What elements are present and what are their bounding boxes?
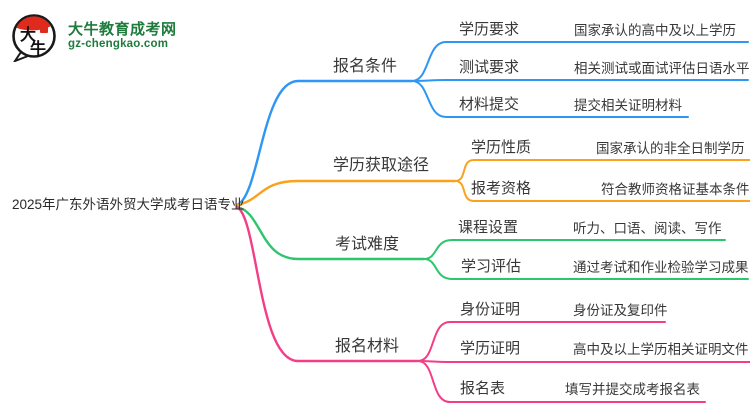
branch-4-child-3-line (417, 360, 706, 403)
site-logo[interactable]: 大 牛 大牛教育成考网 gz-chengkao.com (10, 12, 230, 64)
branch-1-child-2-line (411, 79, 749, 82)
branch-2-child-2-label: 报考资格 (471, 180, 532, 197)
branch-1-child-3-label: 材料提交 (459, 96, 520, 113)
branch-1-child-3-value: 提交相关证明材料 (574, 98, 682, 113)
branch-2-label: 学历获取途径 (333, 157, 430, 174)
branch-4-child-3-value: 填写并提交成考报名表 (565, 382, 700, 397)
branch-3-child-2-line (423, 258, 749, 280)
branch-1-label: 报名条件 (333, 58, 398, 75)
logo-char-bottom: 牛 (30, 39, 46, 58)
branch-3-label: 考试难度 (335, 236, 400, 253)
branch-2-child-2-value: 符合教师资格证基本条件 (601, 182, 750, 197)
branch-1-child-1-label: 学历要求 (459, 21, 520, 38)
branch-4-child-1-label: 身份证明 (460, 301, 521, 318)
branch-3-trunk-line (235, 205, 426, 261)
branch-3-child-1-line (423, 239, 726, 260)
branch-2-child-1-line (454, 159, 750, 182)
daniu-bull-icon: 大 牛 (12, 14, 56, 62)
branch-2-child-1-label: 学历性质 (471, 139, 532, 156)
branch-4-trunk-line (235, 205, 420, 363)
branch-2-trunk-line (235, 179, 457, 207)
branch-4-child-2-label: 学历证明 (460, 340, 521, 357)
branch-4-child-2-line (417, 360, 750, 363)
logo-site-name: 大牛教育成考网 (68, 21, 177, 38)
branch-1-trunk-line (235, 79, 414, 207)
branch-3-child-2-label: 学习评估 (461, 258, 522, 275)
branch-3-child-1-value: 听力、口语、阅读、写作 (573, 221, 722, 236)
logo-site-domain: gz-chengkao.com (68, 38, 169, 50)
branch-4-label: 报名材料 (335, 338, 400, 355)
branch-3-child-2-value: 通过考试和作业检验学习成果 (573, 260, 749, 275)
red-seal (40, 25, 48, 33)
logo-char-top: 大 (20, 25, 36, 44)
branch-1-child-1-value: 国家承认的高中及以上学历 (574, 23, 736, 38)
root-node-label: 2025年广东外语外贸大学成考日语专业 (12, 197, 245, 212)
branch-1-child-2-label: 测试要求 (459, 59, 520, 76)
branch-4-child-1-line (417, 321, 666, 362)
branch-4-child-2-value: 高中及以上学历相关证明文件 (573, 342, 749, 357)
branch-1-child-1-line (411, 41, 749, 82)
branch-2-child-2-line (454, 180, 750, 202)
branch-1-child-2-value: 相关测试或面试评估日语水平 (574, 61, 750, 76)
branch-1-child-3-line (411, 80, 689, 118)
branch-2-child-1-value: 国家承认的非全日制学历 (596, 141, 745, 156)
branch-4-child-1-value: 身份证及复印件 (573, 303, 668, 318)
branch-4-child-3-label: 报名表 (460, 380, 506, 397)
branch-3-child-1-label: 课程设置 (458, 219, 519, 236)
